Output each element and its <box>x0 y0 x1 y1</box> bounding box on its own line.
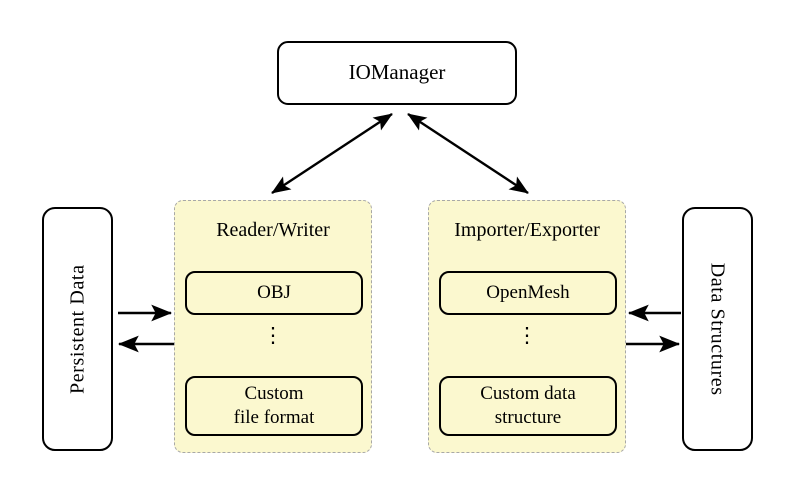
node-persistent-data[interactable]: Persistent Data <box>42 207 113 451</box>
node-iomanager[interactable]: IOManager <box>277 41 517 105</box>
structure-box-custom-data-structure-line1: Custom data <box>480 383 576 405</box>
format-box-custom-file-format-line1: Custom <box>244 383 304 405</box>
panel-importer-exporter-ellipsis: ⋮ <box>516 323 538 347</box>
format-box-custom-file-format[interactable]: Custom file format <box>185 376 363 436</box>
node-data-structures[interactable]: Data Structures <box>682 207 753 451</box>
structure-box-custom-data-structure-line2: structure <box>494 407 562 428</box>
panel-importer-exporter-title: Importer/Exporter <box>454 219 600 241</box>
connector-iomanager-reader-writer <box>271 112 393 195</box>
format-box-custom-file-format-label: Custom file format <box>234 382 315 430</box>
structure-box-openmesh-label: OpenMesh <box>486 282 570 304</box>
format-box-obj-label: OBJ <box>257 282 291 304</box>
node-persistent-data-label: Persistent Data <box>66 264 89 394</box>
node-iomanager-label: IOManager <box>348 60 446 85</box>
panel-importer-exporter[interactable]: Importer/Exporter OpenMesh ⋮ Custom data… <box>428 200 626 453</box>
node-data-structures-label: Data Structures <box>706 262 729 396</box>
connector-iomanager-importer-exporter <box>407 112 529 195</box>
format-box-obj[interactable]: OBJ <box>185 271 363 315</box>
panel-reader-writer[interactable]: Reader/Writer OBJ ⋮ Custom file format <box>174 200 372 453</box>
panel-reader-writer-ellipsis: ⋮ <box>262 323 284 347</box>
format-box-custom-file-format-line2: file format <box>233 407 315 428</box>
structure-box-openmesh[interactable]: OpenMesh <box>439 271 617 315</box>
structure-box-custom-data-structure[interactable]: Custom data structure <box>439 376 617 436</box>
panel-reader-writer-title: Reader/Writer <box>216 219 330 241</box>
structure-box-custom-data-structure-label: Custom data structure <box>480 382 576 430</box>
